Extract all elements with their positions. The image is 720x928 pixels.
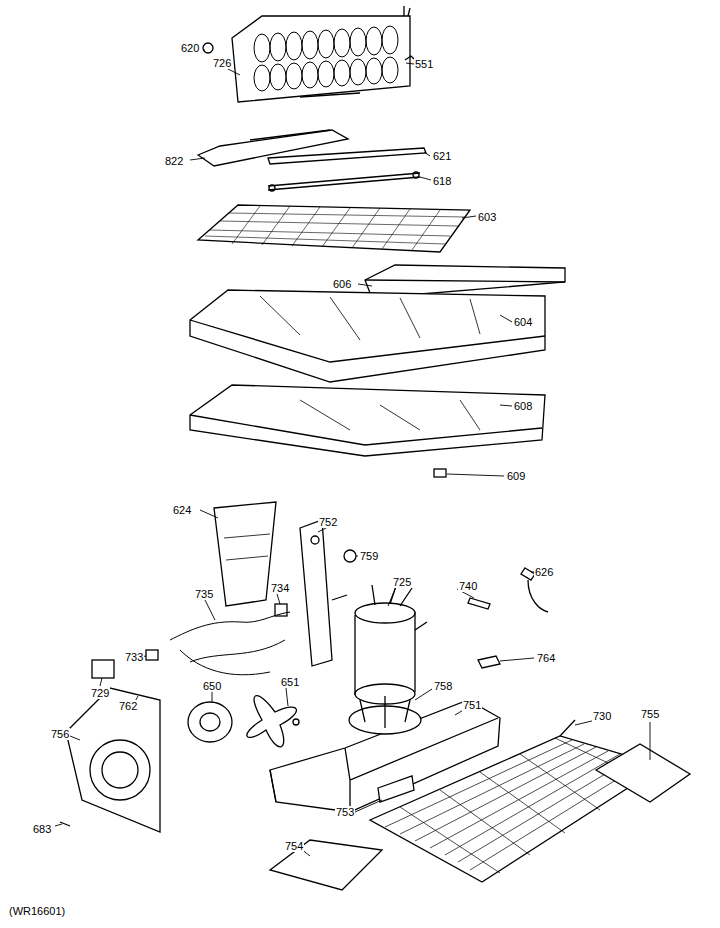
callout-number: (WR16601) (8, 905, 66, 917)
callout-number: 551 (414, 58, 434, 70)
leader-lines (55, 50, 650, 856)
callout-number: 651 (280, 676, 300, 688)
callout-number: 822 (164, 155, 184, 167)
callout-number: 726 (212, 57, 232, 69)
callout-number: 756 (50, 728, 70, 740)
callout-number: 608 (513, 400, 533, 412)
callout-number: 734 (270, 582, 290, 594)
callout-number: 755 (640, 708, 660, 720)
callout-number: 751 (462, 699, 482, 711)
callout-number: 758 (433, 680, 453, 692)
callout-number: 603 (477, 211, 497, 223)
callout-number: 624 (172, 504, 192, 516)
callout-number: 764 (536, 652, 556, 664)
callout-number: 725 (392, 576, 412, 588)
callout-number: 762 (118, 700, 138, 712)
clip (203, 43, 213, 53)
callout-number: 733 (124, 651, 144, 663)
callout-number: 729 (90, 687, 110, 699)
callout-number: 735 (194, 588, 214, 600)
callout-number: 621 (432, 150, 452, 162)
callout-number: 753 (335, 806, 355, 818)
screw (405, 56, 414, 60)
callout-number: 604 (513, 316, 533, 328)
evaporator (232, 6, 410, 102)
clip (434, 469, 446, 477)
callout-number: 754 (284, 840, 304, 852)
callout-number: 626 (534, 566, 554, 578)
callout-number: 609 (506, 470, 526, 482)
callout-number: 752 (318, 516, 338, 528)
callout-number: 618 (432, 175, 452, 187)
callout-number: 740 (458, 580, 478, 592)
callout-number: 759 (359, 550, 379, 562)
callout-number: 650 (202, 680, 222, 692)
callout-number: 683 (32, 823, 52, 835)
callout-number: 730 (592, 710, 612, 722)
callout-number: 620 (180, 42, 200, 54)
compressor (355, 580, 427, 704)
callout-number: 606 (332, 278, 352, 290)
